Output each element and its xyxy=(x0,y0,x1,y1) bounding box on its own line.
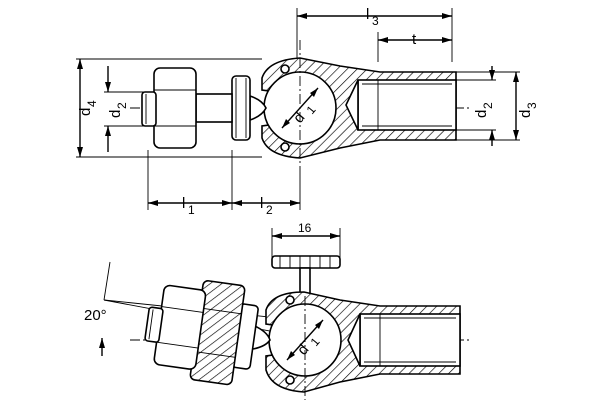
dim-l1-l2 xyxy=(147,150,301,210)
label-d3-sub: 3 xyxy=(525,102,539,109)
label-angle: 20° xyxy=(84,307,107,324)
neck-collar xyxy=(231,75,267,141)
label-l3: l xyxy=(366,6,369,23)
dim-l3 xyxy=(296,8,453,62)
dim-d3 xyxy=(456,71,520,141)
label-d4: d xyxy=(77,108,94,116)
ball-bottom xyxy=(268,295,342,400)
bottom-view xyxy=(99,228,470,400)
label-d2-right: d xyxy=(473,110,490,118)
label-d4-sub: 4 xyxy=(85,100,99,107)
label-d2-left-sub: 2 xyxy=(115,102,129,109)
tilted-stud xyxy=(144,280,271,386)
label-t: t xyxy=(412,31,417,48)
label-l3-sub: 3 xyxy=(372,14,379,28)
dim-t xyxy=(377,32,452,62)
dim-16 xyxy=(271,228,341,258)
top-view xyxy=(76,8,520,210)
label-16: 16 xyxy=(298,221,312,235)
label-d2-left: d xyxy=(107,110,124,118)
label-l2: l xyxy=(260,195,263,212)
shaft xyxy=(195,93,233,123)
label-l2-sub: 2 xyxy=(266,203,273,217)
dim-d2-right xyxy=(456,66,496,146)
label-l1-sub: 1 xyxy=(188,203,195,217)
label-d3: d xyxy=(517,110,534,118)
label-d2-right-sub: 2 xyxy=(481,102,495,109)
dim-d4 xyxy=(76,58,262,158)
label-l1: l xyxy=(182,195,185,212)
knurled-knob xyxy=(271,255,341,305)
thread-end xyxy=(141,91,157,127)
hex-nut-top xyxy=(153,67,197,149)
